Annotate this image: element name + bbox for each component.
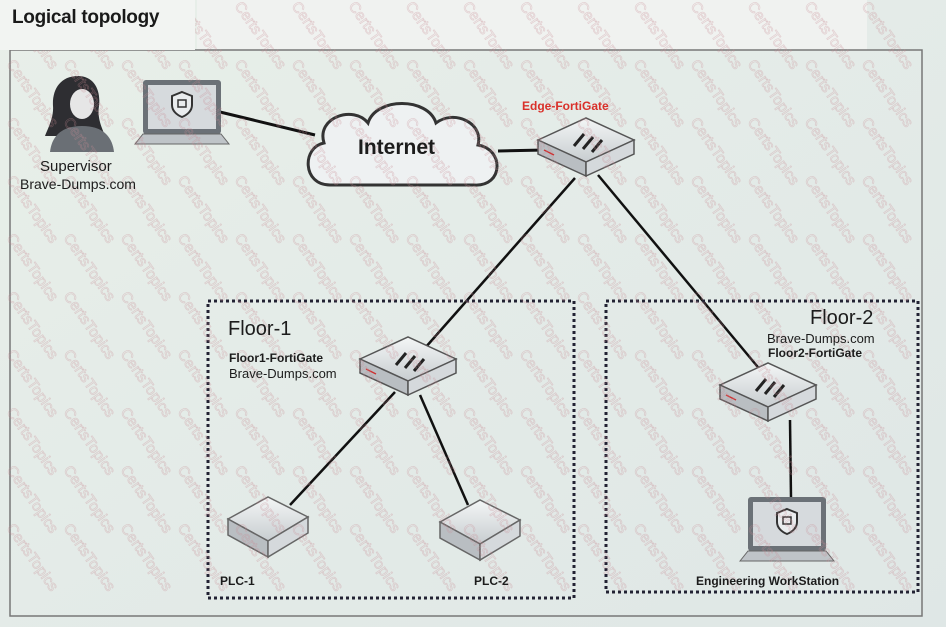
supervisor-person-icon [45,76,114,152]
supervisor-sublabel: Brave-Dumps.com [20,176,136,192]
internet-label: Internet [358,136,436,159]
link-floor1-plc2 [418,394,470,506]
floor1-fortigate-sublabel: Brave-Dumps.com [229,366,337,381]
zone-floor2 [604,299,920,594]
title-background [0,0,195,50]
link-floor1-plc1 [289,391,396,506]
links [219,110,793,506]
link-supervisor-internet [219,110,316,137]
link-edge-floor1 [424,177,576,349]
plc1-label: PLC-1 [220,574,255,588]
page-title: Logical topology [12,7,160,28]
zone-floor1 [206,299,576,600]
edge-fortigate-label: Edge-FortiGate [522,99,609,113]
link-internet-edge [497,148,546,153]
floor2-label: Floor-2 [810,307,874,329]
floor2-fortigate-label: Floor2-FortiGate [768,346,863,360]
engineering-workstation-label: Engineering WorkStation [696,574,840,588]
link-floor2-workstation [788,419,793,499]
diagram-frame [9,49,923,617]
floor1-fortigate-label: Floor1-FortiGate [229,351,324,365]
internet-cloud-icon [306,102,499,187]
floor1-label: Floor-1 [228,318,292,340]
supervisor-label: Supervisor [40,158,112,175]
plc2-label: PLC-2 [474,574,509,588]
floor2-fortigate-sublabel: Brave-Dumps.com [767,331,875,346]
link-edge-floor2 [597,174,763,373]
